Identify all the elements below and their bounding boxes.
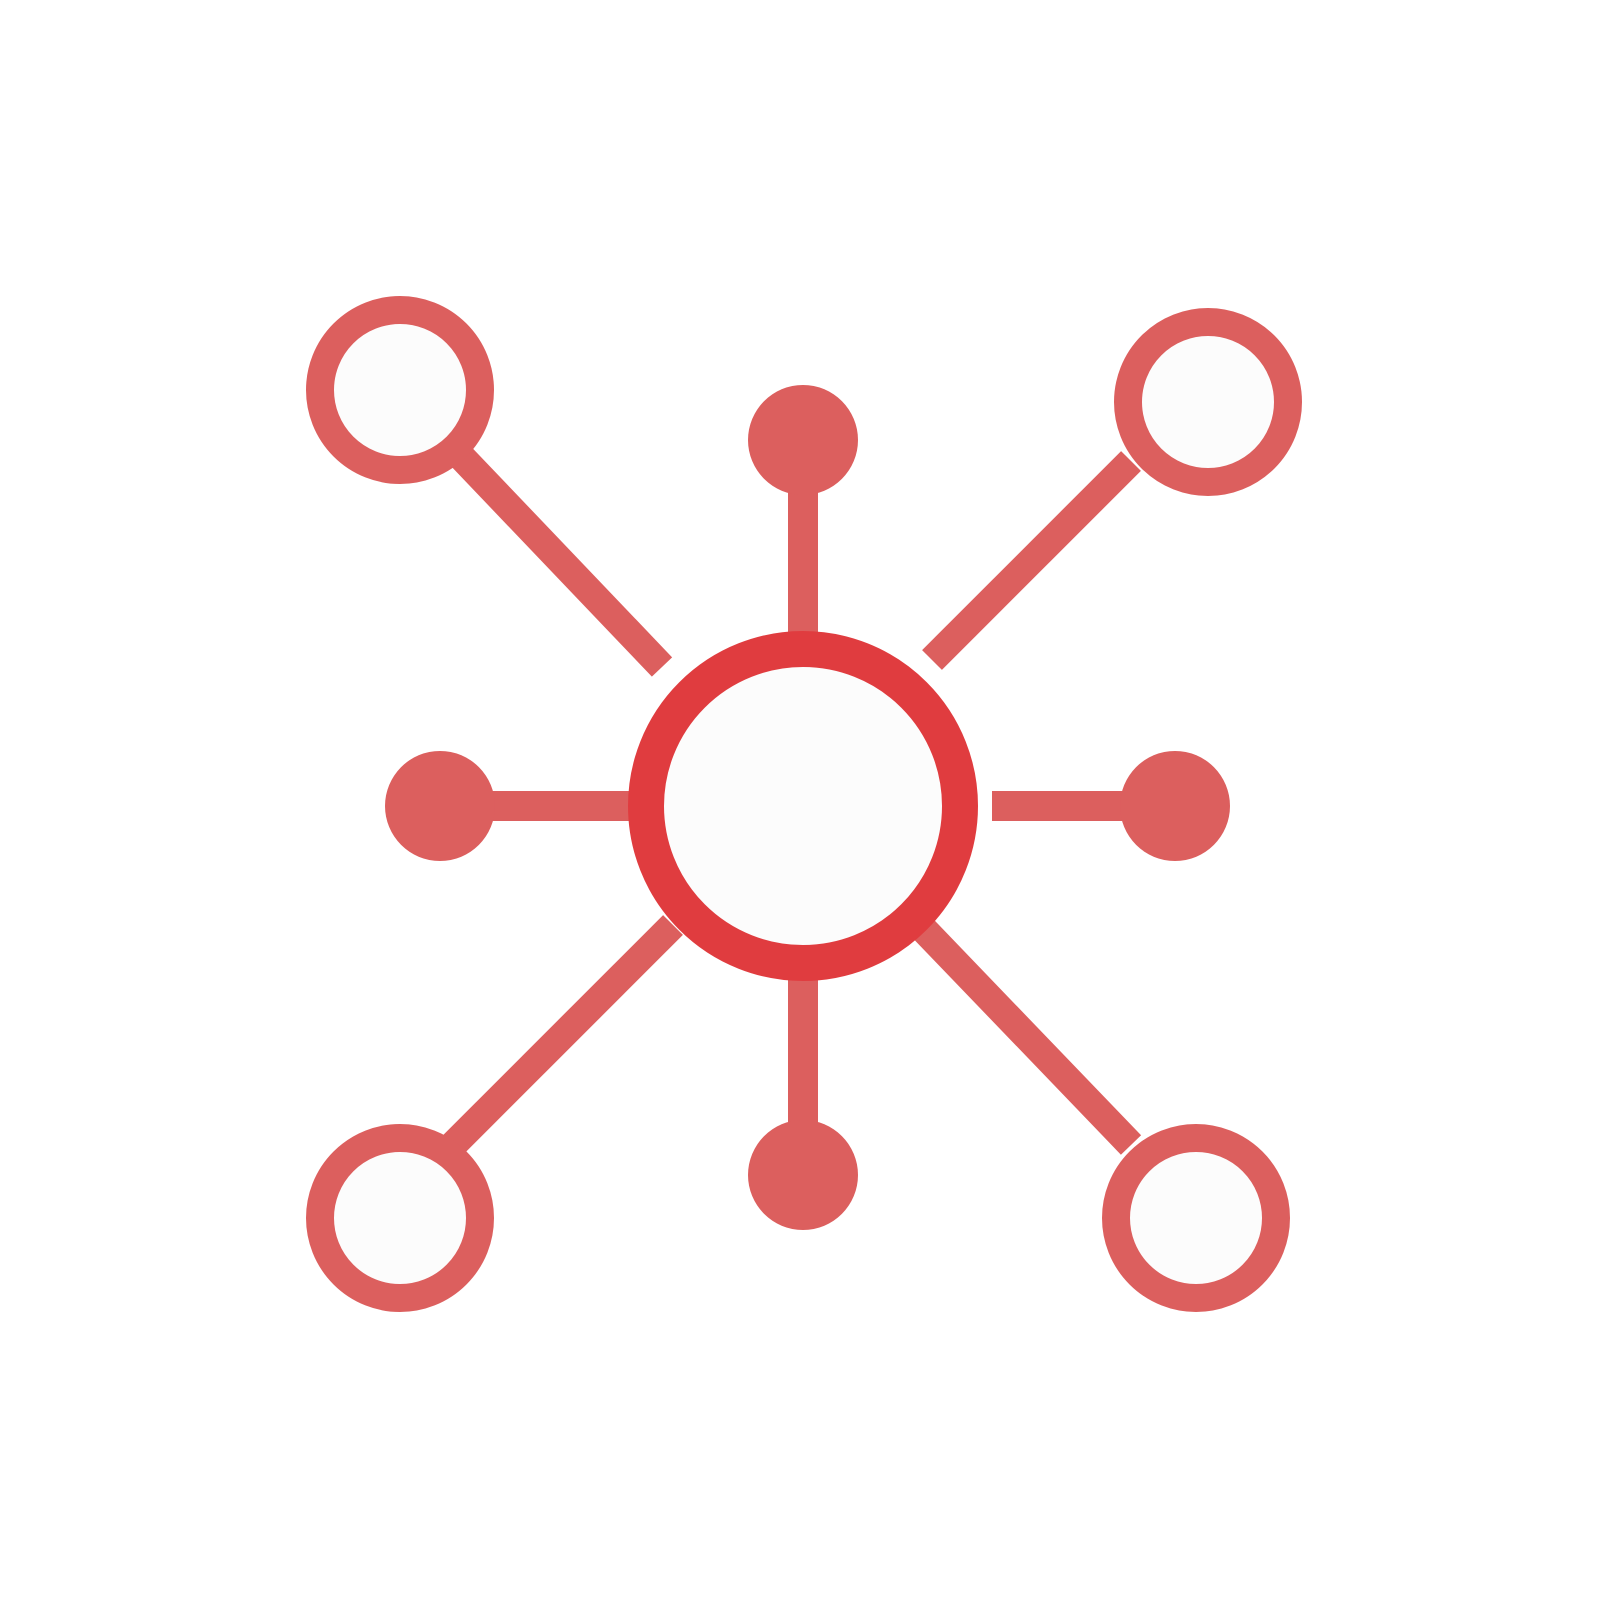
spoke-top-right [922, 451, 1141, 670]
spoke-top-left [442, 438, 673, 677]
spoke-bottom-left [443, 915, 683, 1155]
node-top-left [306, 296, 494, 484]
end-dots [385, 385, 1230, 1230]
node-bottom-left [306, 1124, 494, 1312]
spoke-bottom-right [897, 903, 1142, 1155]
dot-bottom [748, 1120, 858, 1230]
node-bottom-right [1102, 1124, 1290, 1312]
dot-top [748, 385, 858, 495]
dot-left [385, 751, 495, 861]
outer-nodes [306, 296, 1302, 1312]
dot-right [1120, 751, 1230, 861]
hub-node [628, 631, 978, 981]
node-top-right [1114, 308, 1302, 496]
